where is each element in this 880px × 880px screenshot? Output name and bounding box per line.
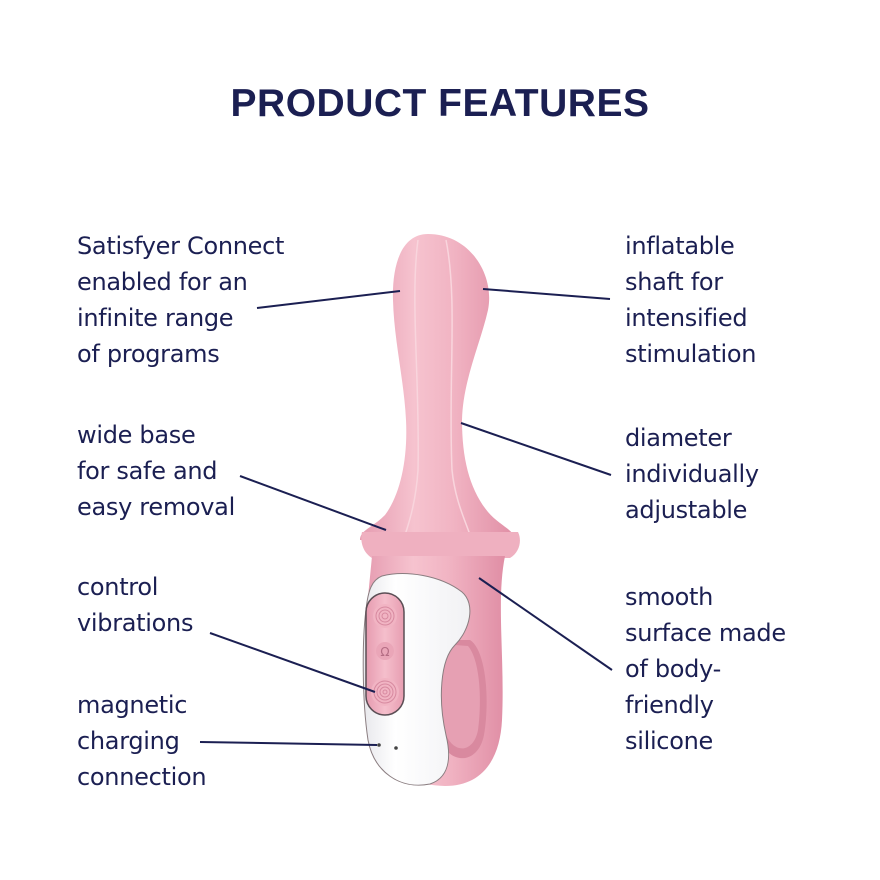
feature-inflatable-shaft: inflatable shaft for intensified stimula… — [625, 228, 757, 372]
feature-line: charging — [77, 727, 180, 755]
feature-magnetic-charging: magnetic charging connection — [77, 687, 207, 795]
feature-line: enabled for an — [77, 268, 248, 296]
shaft-shape — [360, 234, 515, 540]
feature-line: diameter — [625, 424, 732, 452]
feature-line: vibrations — [77, 609, 194, 637]
feature-line: silicone — [625, 727, 713, 755]
button-power-icon: Ω — [376, 642, 394, 660]
feature-wide-base: wide base for safe and easy removal — [77, 417, 235, 525]
feature-smooth-silicone: smooth surface made of body- friendly si… — [625, 579, 786, 759]
feature-line: for safe and — [77, 457, 218, 485]
leader-line-connect — [256, 290, 401, 309]
feature-line: wide base — [77, 421, 196, 449]
leader-line-control — [209, 632, 376, 693]
button-bottom-icon — [371, 678, 399, 706]
feature-line: friendly — [625, 691, 714, 719]
page-title: PRODUCT FEATURES — [230, 82, 650, 125]
feature-line: of programs — [77, 340, 220, 368]
leader-line-wide-base — [239, 475, 387, 531]
leader-line-silicone — [478, 577, 613, 671]
leader-line-diameter — [460, 422, 612, 476]
feature-line: control — [77, 573, 159, 601]
leader-line-inflatable — [482, 288, 611, 300]
feature-line: Satisfyer Connect — [77, 232, 285, 260]
leader-lines — [199, 288, 613, 746]
base-flange — [361, 532, 520, 558]
feature-line: surface made — [625, 619, 786, 647]
leader-line-charging — [199, 741, 378, 746]
feature-connect: Satisfyer Connect enabled for an infinit… — [77, 228, 284, 372]
charging-pin-icon — [394, 746, 398, 750]
feature-line: intensified — [625, 304, 748, 332]
charging-pin-icon — [377, 743, 381, 747]
svg-text:Ω: Ω — [380, 645, 389, 659]
feature-line: smooth — [625, 583, 714, 611]
feature-line: easy removal — [77, 493, 235, 521]
feature-line: inflatable — [625, 232, 735, 260]
feature-line: connection — [77, 763, 207, 791]
feature-line: stimulation — [625, 340, 757, 368]
feature-line: infinite range — [77, 304, 234, 332]
button-top-icon — [373, 604, 397, 628]
feature-line: adjustable — [625, 496, 748, 524]
feature-line: magnetic — [77, 691, 188, 719]
feature-control-vibrations: control vibrations — [77, 569, 193, 641]
feature-line: individually — [625, 460, 759, 488]
feature-diameter: diameter individually adjustable — [625, 420, 759, 528]
feature-line: of body- — [625, 655, 721, 683]
feature-line: shaft for — [625, 268, 723, 296]
